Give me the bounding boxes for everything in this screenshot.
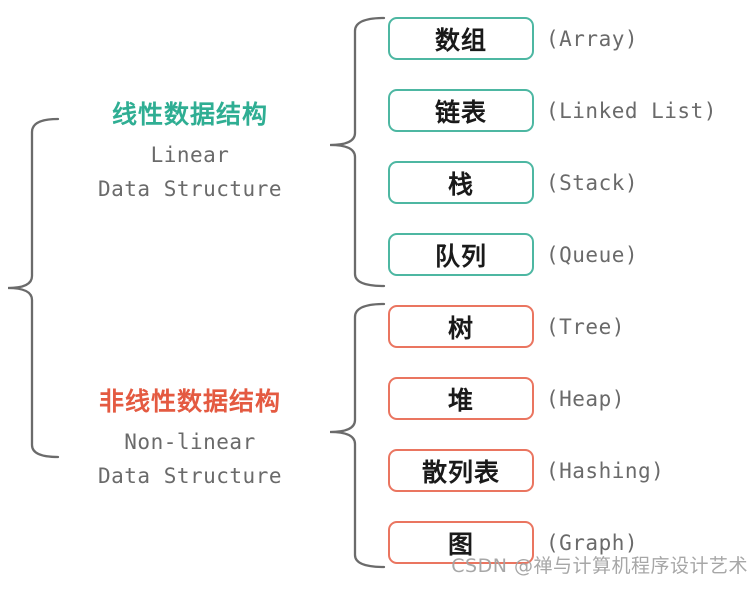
item-row-nonlinear-0: 树 (Tree) <box>388 305 717 348</box>
category-linear: 线性数据结构 Linear Data Structure <box>40 100 340 206</box>
category-nonlinear-subtitle-line1: Non-linear <box>124 430 256 454</box>
items-column: 数组 (Array) 链表 (Linked List) 栈 (Stack) 队列 (Queue… <box>388 17 717 593</box>
item-box: 链表 <box>388 89 534 132</box>
nonlinear-group-brace <box>329 302 386 569</box>
item-row-linear-1: 链表 (Linked List) <box>388 89 717 132</box>
item-label: (Array) <box>546 26 639 51</box>
category-linear-title: 线性数据结构 <box>111 100 268 129</box>
item-row-nonlinear-3: 图 (Graph) <box>388 521 717 564</box>
category-nonlinear-subtitle-line2: Data Structure <box>97 464 282 488</box>
linear-group-brace <box>329 16 386 288</box>
item-row-linear-3: 队列 (Queue) <box>388 233 717 276</box>
root-brace <box>7 117 60 459</box>
item-row-nonlinear-1: 堆 (Heap) <box>388 377 717 420</box>
item-label: (Graph) <box>546 530 639 555</box>
category-nonlinear: 非线性数据结构 Non-linear Data Structure <box>40 387 340 493</box>
item-row-linear-2: 栈 (Stack) <box>388 161 717 204</box>
category-linear-subtitle-line2: Data Structure <box>97 177 282 201</box>
item-row-linear-0: 数组 (Array) <box>388 17 717 60</box>
item-label: (Heap) <box>546 386 625 411</box>
item-box: 树 <box>388 305 534 348</box>
item-box: 堆 <box>388 377 534 420</box>
watermark: CSDN @禅与计算机程序设计艺术 <box>451 555 748 577</box>
item-label: (Queue) <box>546 242 639 267</box>
item-label: (Stack) <box>546 170 639 195</box>
item-label: (Hashing) <box>546 458 665 483</box>
category-linear-subtitle-line1: Linear <box>150 143 230 167</box>
item-box: 散列表 <box>388 449 534 492</box>
item-box: 队列 <box>388 233 534 276</box>
item-row-nonlinear-2: 散列表 (Hashing) <box>388 449 717 492</box>
item-box: 栈 <box>388 161 534 204</box>
item-box: 图 <box>388 521 534 564</box>
item-label: (Tree) <box>546 314 625 339</box>
item-label: (Linked List) <box>546 98 717 123</box>
item-box: 数组 <box>388 17 534 60</box>
category-nonlinear-title: 非线性数据结构 <box>98 387 281 416</box>
